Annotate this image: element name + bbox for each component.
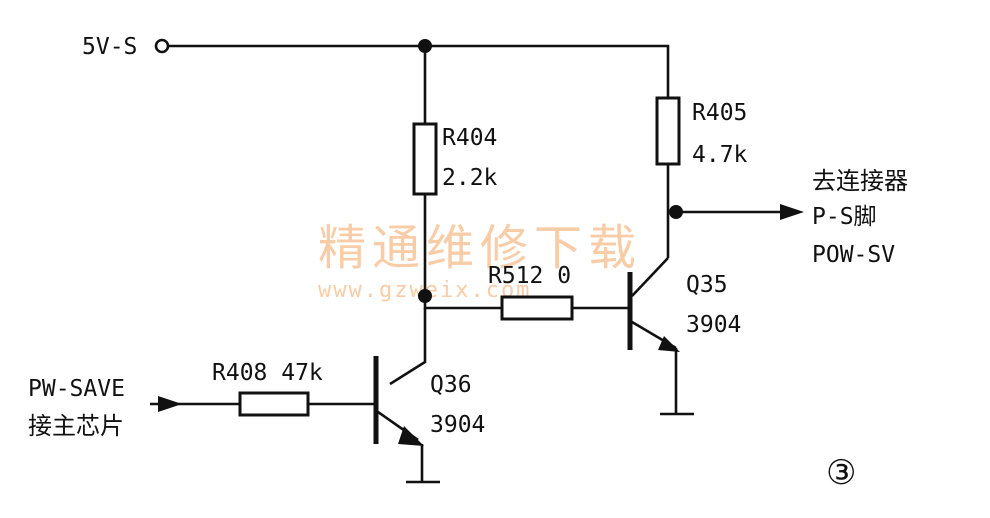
r408-resistor bbox=[238, 391, 310, 417]
q36-collector bbox=[389, 308, 427, 386]
input-label-line1: PW-SAVE bbox=[28, 376, 125, 402]
figure-number: ③ bbox=[826, 453, 856, 493]
r512-resistor bbox=[500, 295, 574, 321]
q35-type-label: 3904 bbox=[686, 312, 741, 338]
r405-resistor bbox=[655, 96, 681, 166]
supply-terminal bbox=[154, 38, 170, 54]
output-arrow-icon bbox=[780, 204, 804, 220]
q35-emitter-arrow-icon bbox=[658, 336, 680, 352]
output-label-line3: POW-SV bbox=[812, 242, 895, 268]
q35-collector bbox=[631, 257, 669, 297]
output-label-line1: 去连接器 bbox=[812, 167, 908, 195]
r512-label: R512 0 bbox=[488, 263, 571, 289]
r404-value-label: 2.2k bbox=[442, 165, 498, 191]
top-rail-wire bbox=[168, 44, 670, 98]
input-arrow-icon bbox=[158, 396, 182, 412]
supply-label: 5V-S bbox=[82, 34, 137, 60]
q36-emitter-arrow-icon bbox=[398, 426, 424, 446]
r405-value-label: 4.7k bbox=[692, 142, 748, 168]
q35-name-label: Q35 bbox=[686, 272, 728, 298]
r405-name-label: R405 bbox=[692, 100, 747, 126]
watermark-title: 精通维修下载 bbox=[318, 220, 642, 276]
q36-type-label: 3904 bbox=[430, 412, 485, 438]
q36-name-label: Q36 bbox=[430, 372, 472, 398]
r408-label: R408 47k bbox=[212, 360, 323, 386]
r404-name-label: R404 bbox=[442, 125, 497, 151]
input-label-line2: 接主芯片 bbox=[28, 412, 124, 440]
r404-resistor bbox=[412, 122, 438, 196]
output-label-line2: P-S脚 bbox=[812, 204, 877, 230]
